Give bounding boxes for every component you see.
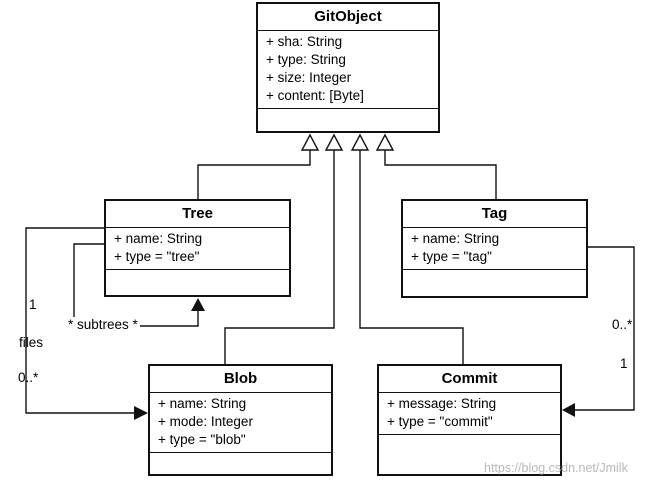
files-association-line: [25, 227, 137, 414]
watermark-text: https://blog.csdn.net/Jmilk: [484, 461, 628, 475]
commit-name: Commit: [379, 366, 560, 393]
blob-attr-type: + type = "blob": [158, 432, 246, 447]
subtrees-arrowhead: [191, 298, 205, 311]
commit-attr-type: + type = "commit": [387, 414, 493, 429]
tree-multiplicity-one-label: 1: [29, 297, 37, 312]
tag-operations: [403, 270, 586, 296]
commit-multiplicity-label: 1: [620, 356, 628, 371]
tree-class: Tree + name: String + type = "tree": [104, 199, 291, 297]
tag-class: Tag + name: String + type = "tag": [401, 199, 588, 298]
commit-arrowhead: [562, 403, 575, 417]
blob-name: Blob: [150, 366, 331, 393]
tag-attributes: + name: String + type = "tag": [403, 228, 586, 270]
gitobject-name: GitObject: [258, 4, 438, 31]
tag-attr-name: + name: String: [411, 231, 500, 246]
files-label: files: [19, 335, 44, 350]
blob-attributes: + name: String + mode: Integer + type = …: [150, 393, 331, 453]
gitobject-class: GitObject + sha: String + type: String +…: [256, 2, 440, 133]
commit-inheritance-arrowhead: [350, 133, 370, 151]
gitobject-attributes: + sha: String + type: String + size: Int…: [258, 31, 438, 109]
tree-attributes: + name: String + type = "tree": [106, 228, 289, 270]
tag-name: Tag: [403, 201, 586, 228]
commit-attributes: + message: String + type = "commit": [379, 393, 560, 435]
tag-inheritance-arrowhead: [375, 133, 395, 151]
subtrees-label: * subtrees *: [66, 317, 140, 332]
blob-operations: [150, 453, 331, 474]
commit-inheritance-line: [359, 150, 464, 364]
gitobject-operations: [258, 109, 438, 131]
tree-name: Tree: [106, 201, 289, 228]
tag-attr-type: + type = "tag": [411, 249, 492, 264]
blob-inheritance-arrowhead: [324, 133, 344, 151]
gitobject-attr-type: + type: String: [266, 52, 346, 67]
blob-class: Blob + name: String + mode: Integer + ty…: [148, 364, 333, 476]
tree-operations: [106, 270, 289, 295]
tag-inheritance-line: [384, 150, 497, 199]
gitobject-attr-size: + size: Integer: [266, 70, 352, 85]
gitobject-attr-content: + content: [Byte]: [266, 88, 364, 103]
files-multiplicity-label: 0..*: [18, 370, 39, 385]
blob-attr-name: + name: String: [158, 396, 247, 411]
tree-attr-name: + name: String: [114, 231, 203, 246]
tree-inheritance-arrowhead: [300, 133, 320, 151]
commit-class: Commit + message: String + type = "commi…: [377, 364, 562, 476]
blob-attr-mode: + mode: Integer: [158, 414, 253, 429]
blob-inheritance-line: [224, 150, 335, 364]
tree-inheritance-line: [197, 150, 311, 199]
files-arrowhead: [134, 406, 148, 420]
commit-attr-message: + message: String: [387, 396, 497, 411]
gitobject-attr-sha: + sha: String: [266, 34, 343, 49]
tag-commit-association-line: [573, 246, 635, 411]
tag-multiplicity-label: 0..*: [612, 317, 633, 332]
tree-attr-type: + type = "tree": [114, 249, 200, 264]
